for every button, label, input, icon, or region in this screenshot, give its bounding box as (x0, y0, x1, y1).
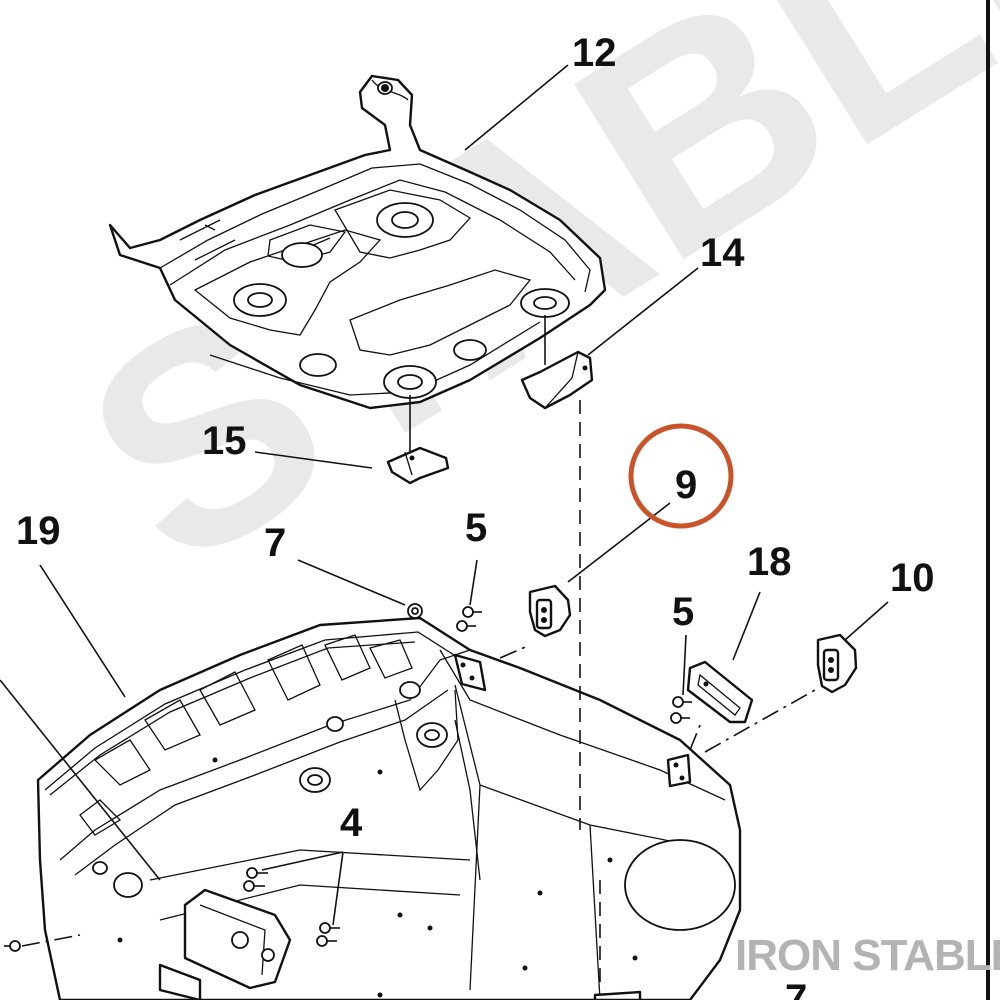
leader-19 (39, 564, 126, 698)
highlight-circle-9 (628, 423, 734, 529)
leader-4a (261, 851, 344, 871)
screws-4 (243, 867, 340, 947)
callout-9: 9 (675, 463, 697, 507)
leader-14 (587, 267, 699, 356)
callout-14: 14 (700, 231, 745, 275)
handle-18 (686, 660, 754, 724)
saddlebag-case (36, 616, 742, 1000)
callout-4: 4 (340, 801, 363, 845)
align-line-handle (689, 724, 701, 751)
nut-7 (407, 603, 423, 619)
align-line-latch10 (704, 689, 816, 753)
align-line-bolt (21, 934, 81, 947)
leader-7a (297, 559, 406, 606)
callout-7-lower: 7 (785, 977, 807, 1000)
brand-logo: IRON STABLE (735, 931, 1000, 980)
leader-9 (567, 502, 671, 583)
screws-5a (456, 606, 482, 632)
callout-10: 10 (890, 556, 935, 600)
latch-10 (816, 633, 858, 694)
screws-5b (670, 696, 692, 724)
callout-18: 18 (747, 540, 792, 584)
latch-9 (528, 584, 572, 638)
align-line-latch9 (499, 644, 531, 659)
leader-5a (469, 559, 478, 606)
bolt-left (4, 940, 21, 952)
callout-19: 19 (16, 509, 61, 553)
callout-5-upper: 5 (465, 506, 487, 550)
bracket-15 (386, 446, 450, 485)
lid-liner-tray (108, 74, 607, 410)
leader-4b (332, 851, 344, 926)
leader-10 (844, 601, 889, 641)
leader-12 (464, 64, 569, 151)
callout-12: 12 (572, 31, 617, 75)
bracket-14 (520, 350, 594, 410)
callout-5-lower: 5 (672, 590, 694, 634)
leader-5b (682, 634, 687, 696)
callout-7-upper: 7 (264, 521, 286, 565)
callout-15: 15 (202, 419, 247, 463)
leader-18 (732, 591, 761, 661)
leader-15 (254, 451, 373, 469)
leader-19b (0, 679, 161, 881)
